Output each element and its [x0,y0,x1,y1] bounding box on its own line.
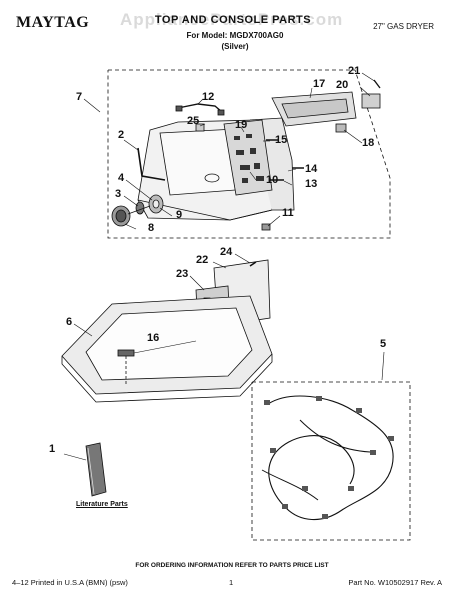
page-title: TOP AND CONSOLE PARTS [154,14,312,26]
product-type: 27" GAS DRYER [373,22,434,31]
callout-6: 6 [66,316,73,328]
callout-21: 21 [348,65,361,77]
callout-16: 16 [147,332,160,344]
callout-15: 15 [275,134,288,146]
page-number: 1 [229,578,234,587]
callout-20: 20 [336,79,349,91]
callout-2: 2 [118,129,125,141]
callout-18: 18 [362,137,375,149]
callout-12: 12 [202,91,215,103]
watermark-text: AppliancePartsPros.com [120,10,344,29]
callout-9: 9 [176,209,183,221]
clip-18 [335,123,347,133]
callout-7: 7 [76,91,83,103]
rod-2 [137,147,166,181]
part-number: Part No. W10502917 Rev. A [348,578,442,587]
ordering-note: FOR ORDERING INFORMATION REFER TO PARTS … [135,562,329,569]
callout-4: 4 [118,172,125,184]
callout-17: 17 [313,78,326,90]
callout-24: 24 [220,246,233,258]
harness-boundary [251,381,411,541]
color-line: (Silver) [221,42,249,51]
clip-11 [261,223,271,231]
callout-8: 8 [148,222,155,234]
hinge-16 [117,349,135,357]
wire-harness [267,395,394,521]
callout-23: 23 [176,268,189,280]
callout-10: 10 [266,174,279,186]
callout-22: 22 [196,254,209,266]
console-knob-hole [204,173,220,183]
callout-14: 14 [305,163,318,175]
print-info: 4–12 Printed in U.S.A (BMN) (psw) [12,578,128,587]
harness-12 [177,103,223,113]
clip-25 [195,123,205,132]
callout-13: 13 [305,178,318,190]
callout-5: 5 [380,338,387,350]
literature-booklet [85,442,107,497]
model-line: For Model: MGDX700AG0 [186,31,284,40]
callout-1: 1 [49,443,56,455]
callout-19: 19 [235,119,248,131]
callout-3: 3 [115,188,122,200]
spring-3 [135,201,145,215]
brand-logo: MAYTAG [16,14,90,31]
literature-parts-label: Literature Parts [76,501,128,508]
bracket-20 [361,93,381,109]
callout-25: 25 [187,115,200,127]
console-boundary [107,69,391,239]
callout-11: 11 [282,207,294,219]
